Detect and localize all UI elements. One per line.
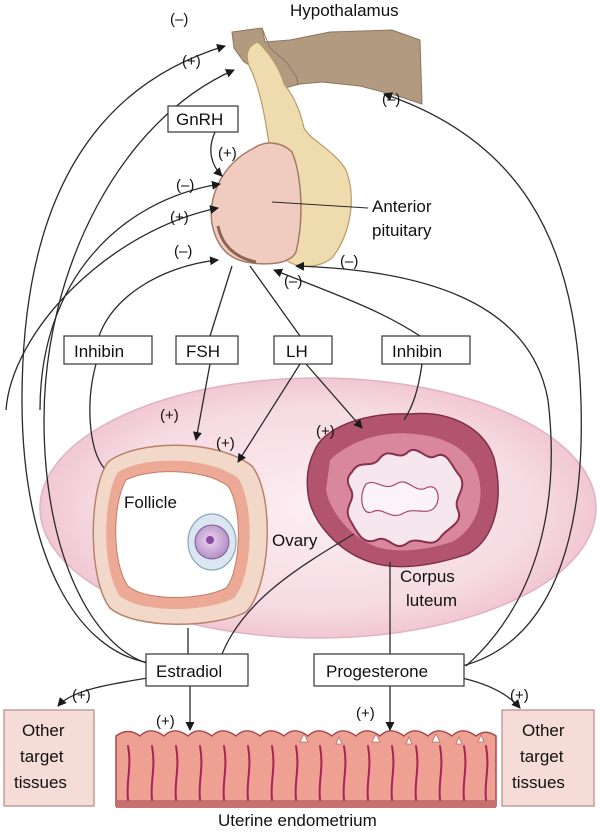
sign-minus-hypo: (–) xyxy=(170,11,188,28)
other-target-right-label-3: tissues xyxy=(512,773,565,792)
connectors xyxy=(5,44,582,731)
progesterone-box xyxy=(313,653,465,687)
uterine-endometrium-shape xyxy=(115,730,497,808)
inhibin-left-label: Inhibin xyxy=(74,342,124,361)
gnrh-box xyxy=(167,105,239,133)
sign-plus-lh-follicle: (+) xyxy=(216,435,235,452)
corpus-luteum-label-2: luteum xyxy=(406,591,457,610)
corpus-luteum-shape xyxy=(306,412,499,568)
fsh-box xyxy=(175,335,239,365)
pituitary-shape xyxy=(210,41,352,267)
sign-minus-pit-right-2: (–) xyxy=(284,273,302,290)
other-target-left-label-2: target xyxy=(20,747,64,766)
progesterone-label: Progesterone xyxy=(326,662,428,681)
sign-plus-uterus-right: (+) xyxy=(356,705,375,722)
sign-plus-uterus-left: (+) xyxy=(156,713,175,730)
anterior-pituitary-label-2: pituitary xyxy=(372,221,432,240)
estradiol-box xyxy=(145,653,249,687)
inhibin-left-box xyxy=(63,335,153,365)
other-target-left-label-3: tissues xyxy=(14,773,67,792)
inhibin-right-box xyxy=(381,335,471,365)
other-target-right-label-1: Other xyxy=(522,721,565,740)
sign-plus-pit: (+) xyxy=(170,209,189,226)
sign-plus-other-left: (+) xyxy=(72,687,91,704)
sign-plus-lh-corpus: (+) xyxy=(316,423,335,440)
other-target-right-box xyxy=(501,709,595,807)
anterior-pituitary-label-1: Anterior xyxy=(372,197,432,216)
gnrh-label: GnRH xyxy=(176,110,223,129)
ovary-label: Ovary xyxy=(272,531,318,550)
follicle-shape xyxy=(92,444,268,625)
sign-plus-fsh: (+) xyxy=(160,407,179,424)
corpus-luteum-label-1: Corpus xyxy=(400,567,455,586)
sign-minus-hypo-right: (–) xyxy=(382,91,400,108)
sign-minus-pit-2: (–) xyxy=(174,243,192,260)
sign-minus-pit-1: (–) xyxy=(176,177,194,194)
follicle-label: Follicle xyxy=(124,493,177,512)
uterine-endometrium-label: Uterine endometrium xyxy=(218,811,377,830)
estradiol-label: Estradiol xyxy=(156,662,222,681)
lh-box xyxy=(273,335,333,365)
sign-plus-gnrh: (+) xyxy=(218,145,237,162)
sign-plus-other-right: (+) xyxy=(510,687,529,704)
sign-minus-pit-right-1: (–) xyxy=(340,253,358,270)
other-target-right-label-2: target xyxy=(520,747,564,766)
other-target-left-box xyxy=(3,709,95,807)
other-target-left-label-1: Other xyxy=(22,721,65,740)
hypothalamus-label: Hypothalamus xyxy=(290,1,399,20)
lh-label: LH xyxy=(286,342,308,361)
inhibin-right-label: Inhibin xyxy=(392,342,442,361)
fsh-label: FSH xyxy=(186,342,220,361)
sign-plus-hypo: (+) xyxy=(182,53,201,70)
